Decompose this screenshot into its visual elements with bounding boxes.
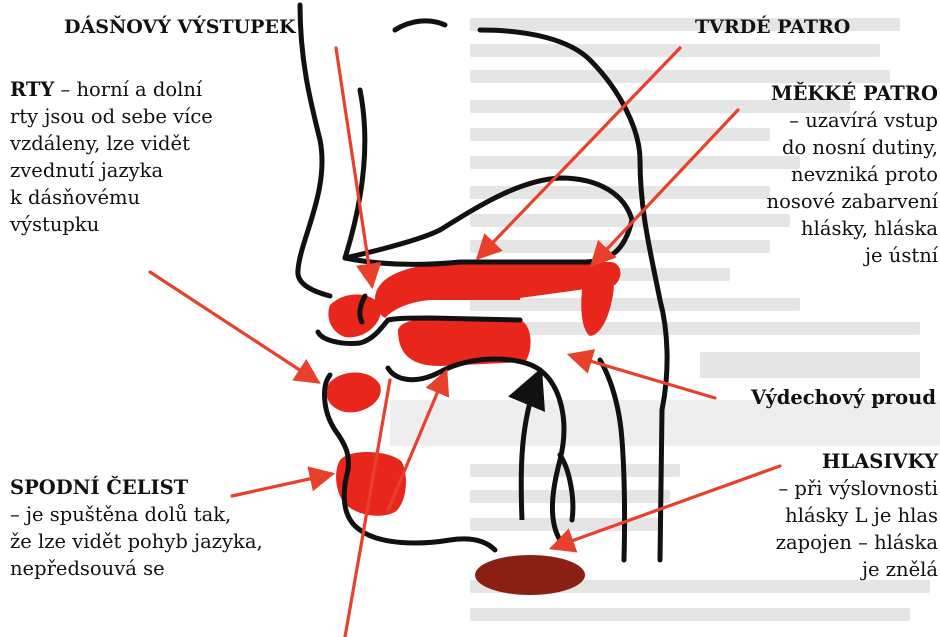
mekke-patro-line1: – uzavírá vstup: [690, 107, 938, 134]
rty-line2: rty jsou od sebe více: [10, 103, 290, 130]
spodni-celist-title: SPODNÍ ČELIST: [10, 474, 330, 501]
rty-line4: zvednutí jazyka: [10, 157, 290, 184]
label-tvrde-patro: TVRDÉ PATRO: [695, 14, 850, 41]
label-dasnovy-vystupek: DÁSŇOVÝ VÝSTUPEK: [64, 14, 295, 41]
lower-lip-shape: [326, 373, 380, 413]
nose-and-forehead-outline: [298, 5, 330, 296]
mekke-patro-line5: hlásky, hláska: [690, 215, 938, 242]
mekke-patro-line6: je ústní: [690, 242, 938, 269]
hlasivky-title: HLASIVKY: [700, 448, 938, 475]
label-rty: RTY – horní a dolní rty jsou od sebe víc…: [10, 76, 290, 238]
rty-line3: vzdáleny, lze vidět: [10, 130, 290, 157]
palate-arch-outline: [345, 220, 632, 264]
vocal-cords-shape: [475, 555, 585, 595]
mekke-patro-line3: nevzniká proto: [690, 161, 938, 188]
rty-line6: výstupku: [10, 211, 290, 238]
hlasivky-line2: hlásky L je hlas: [700, 502, 938, 529]
rty-line5: k dásňovému: [10, 184, 290, 211]
spodni-celist-line2: že lze vidět pohyb jazyka,: [10, 528, 330, 555]
spodni-celist-line1: – je spuštěna dolů tak,: [10, 501, 330, 528]
hlasivky-line4: je znělá: [700, 556, 938, 583]
soft-palate-shape: [581, 262, 614, 336]
hlasivky-line3: zapojen – hláska: [700, 529, 938, 556]
oral-cavity-outline: [388, 318, 520, 320]
epiglottis-outline: [560, 455, 573, 520]
arrow-jazyk-tongue: [388, 372, 446, 510]
label-mekke-patro: MĚKKÉ PATRO – uzavírá vstup do nosní dut…: [690, 80, 938, 269]
mekke-patro-title: MĚKKÉ PATRO: [690, 80, 938, 107]
label-spodni-celist: SPODNÍ ČELIST – je spuštěna dolů tak, že…: [10, 474, 330, 582]
spodni-celist-line3: nepředsouvá se: [10, 555, 330, 582]
arrow-dasnovy-vystupek: [336, 48, 372, 286]
upper-lip-shape: [328, 294, 380, 337]
mekke-patro-line2: do nosní dutiny,: [690, 134, 938, 161]
hlasivky-line1: – při výslovnosti: [700, 475, 938, 502]
arrow-vydechovy-proud: [570, 355, 715, 398]
rty-title: RTY: [10, 78, 54, 101]
nasal-cavity-outline: [345, 90, 632, 258]
rty-line1: – horní a dolní: [54, 78, 202, 101]
airflow-arrow: [521, 372, 540, 520]
label-vydechovy-proud: Výdechový proud: [718, 384, 936, 411]
upper-nasal-line: [395, 21, 445, 30]
label-hlasivky: HLASIVKY – při výslovnosti hlásky L je h…: [700, 448, 938, 583]
speech-organs-red-areas: [326, 262, 620, 516]
arrow-tvrde-patro: [478, 48, 680, 258]
mekke-patro-line4: nosové zabarvení: [690, 188, 938, 215]
arrow-rty: [150, 272, 318, 382]
